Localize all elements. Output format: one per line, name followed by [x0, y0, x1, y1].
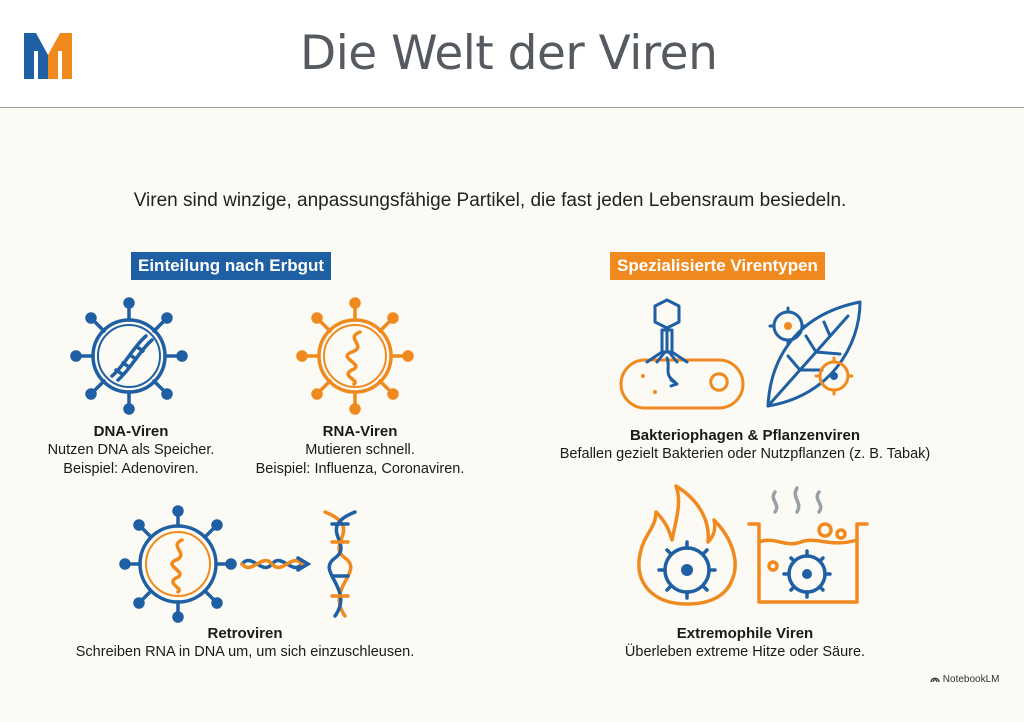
intro-text: Viren sind winzige, anpassungsfähige Par…	[133, 190, 847, 211]
dna-virus-line2: Beispiel: Adenoviren.	[63, 461, 199, 477]
content-panel	[0, 109, 1024, 722]
dna-virus-title: DNA-Viren	[93, 423, 169, 440]
section-heading-special: Spezialisierte Virentypen	[610, 252, 825, 280]
brand-logo	[24, 33, 72, 84]
rna-virus-caption: RNA-Viren Mutieren schnell. Beispiel: In…	[245, 422, 475, 479]
page-title: Die Welt der Viren	[300, 26, 718, 81]
retrovirus-title: Retroviren	[207, 625, 283, 642]
brand-label: NotebookLM	[942, 674, 1000, 685]
rna-virus-line1: Mutieren schnell.	[305, 442, 415, 458]
header-divider	[0, 107, 1024, 108]
rna-virus-icon	[296, 297, 414, 415]
rna-virus-title: RNA-Viren	[322, 423, 398, 440]
dna-virus-icon	[70, 297, 188, 415]
extremophile-line1: Überleben extreme Hitze oder Säure.	[624, 644, 866, 660]
phage-line1: Befallen gezielt Bakterien oder Nutzpfla…	[559, 446, 931, 462]
phage-title: Bakteriophagen & Pflanzenviren	[629, 427, 861, 444]
acid-virus-icon	[747, 486, 869, 604]
retrovirus-caption: Retroviren Schreiben RNA in DNA um, um s…	[50, 624, 440, 662]
dna-virus-line1: Nutzen DNA als Speicher.	[47, 442, 215, 458]
dna-virus-caption: DNA-Viren Nutzen DNA als Speicher. Beisp…	[36, 422, 226, 479]
extremophile-caption: Extremophile Viren Überleben extreme Hit…	[590, 624, 900, 662]
notebooklm-brand: NotebookLM	[930, 674, 999, 685]
logo-m-icon	[24, 33, 72, 79]
phage-caption: Bakteriophagen & Pflanzenviren Befallen …	[530, 426, 960, 464]
retrovirus-line1: Schreiben RNA in DNA um, um sich einzusc…	[75, 644, 415, 660]
rna-virus-line2: Beispiel: Influenza, Coronaviren.	[255, 461, 465, 477]
retrovirus-icon	[119, 505, 357, 623]
plant-virus-icon	[766, 300, 862, 408]
header	[0, 0, 1024, 107]
bacteriophage-icon	[619, 298, 745, 410]
extremophile-title: Extremophile Viren	[676, 625, 814, 642]
section-heading-genome: Einteilung nach Erbgut	[131, 252, 332, 280]
heat-virus-icon	[637, 484, 737, 606]
notebooklm-icon	[930, 678, 940, 683]
